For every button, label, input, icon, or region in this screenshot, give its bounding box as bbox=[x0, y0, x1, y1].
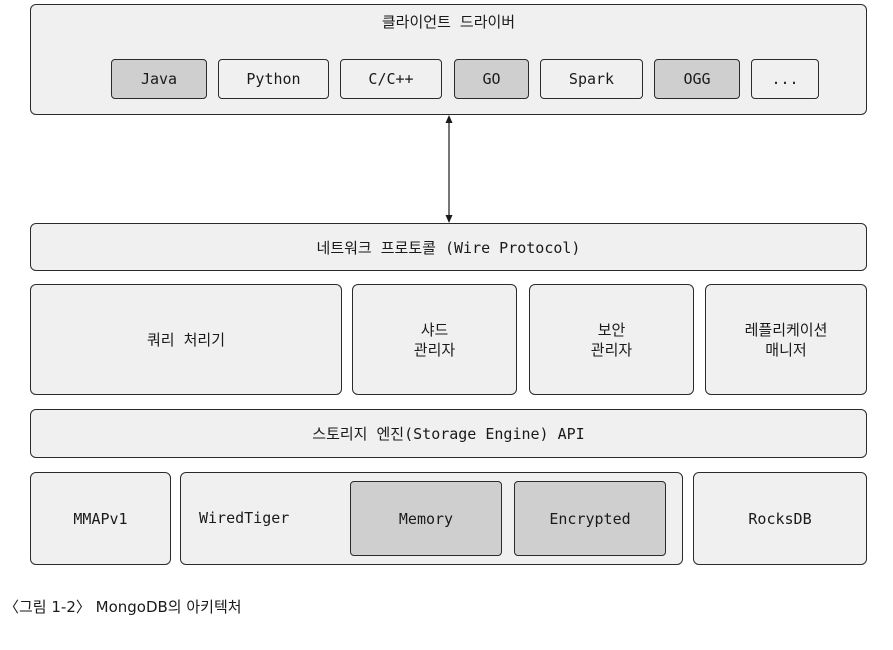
rocksdb-label: RocksDB bbox=[748, 509, 812, 528]
driver-more: ... bbox=[751, 59, 819, 99]
query-processor-label: 쿼리 처리기 bbox=[146, 331, 226, 349]
driver-go: GO bbox=[454, 59, 529, 99]
storage-engine-api-label: 스토리지 엔진(Storage Engine) API bbox=[312, 425, 585, 443]
rocksdb-engine-box: RocksDB bbox=[693, 472, 867, 565]
driver-java: Java bbox=[111, 59, 207, 99]
replication-manager-box: 레플리케이션 매니저 bbox=[705, 284, 867, 395]
driver-spark: Spark bbox=[540, 59, 643, 99]
security-manager-box: 보안 관리자 bbox=[529, 284, 694, 395]
memory-engine-box: Memory bbox=[350, 481, 502, 556]
replication-manager-label: 레플리케이션 매니저 bbox=[744, 320, 828, 359]
wiredtiger-label: WiredTiger bbox=[199, 509, 290, 527]
mmapv1-engine-box: MMAPv1 bbox=[30, 472, 171, 565]
client-driver-title: 클라이언트 드라이버 bbox=[381, 13, 516, 31]
query-processor-box: 쿼리 처리기 bbox=[30, 284, 342, 395]
network-protocol-label: 네트워크 프로토콜 (Wire Protocol) bbox=[316, 238, 581, 257]
figure-caption: 〈그림 1-2〉 MongoDB의 아키텍처 bbox=[4, 598, 242, 616]
wiredtiger-engine-box: WiredTiger Memory Encrypted bbox=[180, 472, 683, 565]
security-manager-label: 보안 관리자 bbox=[590, 320, 633, 359]
driver-python: Python bbox=[218, 59, 329, 99]
mmapv1-label: MMAPv1 bbox=[73, 509, 128, 528]
client-driver-layer: 클라이언트 드라이버 Java Python C/C++ GO Spark OG… bbox=[30, 4, 867, 115]
bidirectional-arrow bbox=[445, 115, 453, 223]
driver-c-cpp: C/C++ bbox=[340, 59, 442, 99]
storage-engine-api-layer: 스토리지 엔진(Storage Engine) API bbox=[30, 409, 867, 458]
network-protocol-layer: 네트워크 프로토콜 (Wire Protocol) bbox=[30, 223, 867, 271]
driver-ogg: OGG bbox=[654, 59, 740, 99]
shard-manager-label: 샤드 관리자 bbox=[413, 320, 456, 359]
encrypted-engine-box: Encrypted bbox=[514, 481, 666, 556]
shard-manager-box: 샤드 관리자 bbox=[352, 284, 517, 395]
